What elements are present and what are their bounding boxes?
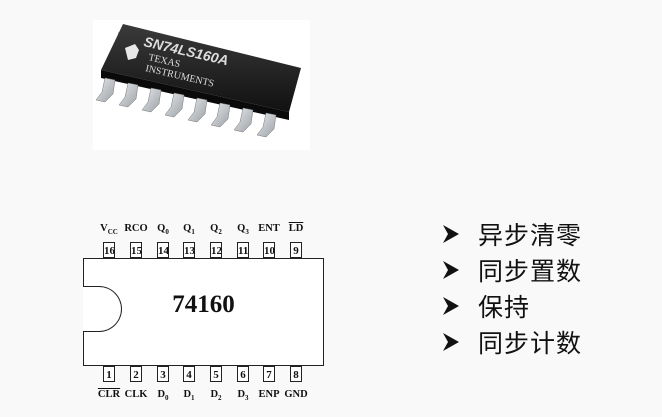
pin-9-label: LD bbox=[289, 223, 304, 234]
pin-5-label: D2 bbox=[210, 389, 221, 402]
pin-2-label: CLK bbox=[125, 389, 148, 400]
pin-8-box: 8 bbox=[290, 366, 302, 382]
pin-15-label: RCO bbox=[124, 223, 147, 234]
arrowhead-bullet-icon bbox=[443, 333, 459, 351]
pin-label-subscript: 2 bbox=[218, 228, 222, 237]
feature-item: 保持 bbox=[442, 288, 582, 324]
pin-13-label: Q1 bbox=[183, 223, 195, 236]
pin-6-label: D3 bbox=[237, 389, 248, 402]
pin-9-box: 9 bbox=[290, 242, 302, 258]
pin-label-subscript: 1 bbox=[191, 394, 195, 403]
pin-16-label: VCC bbox=[100, 223, 118, 236]
pin-label-subscript: CC bbox=[107, 228, 118, 237]
pin-label-subscript: 1 bbox=[191, 228, 195, 237]
pin-1-label: CLR bbox=[98, 389, 120, 400]
chip-label: 74160 bbox=[172, 291, 235, 318]
feature-text: 异步清零 bbox=[478, 221, 583, 250]
pin-label-text: D bbox=[183, 389, 192, 400]
pin-label-text: RCO bbox=[124, 223, 148, 234]
pin-label-text: LD bbox=[288, 223, 304, 234]
pin-label-subscript: 3 bbox=[245, 228, 249, 237]
pin-1-box: 1 bbox=[103, 366, 115, 382]
pin-13-box: 13 bbox=[183, 242, 195, 258]
pin-6-box: 6 bbox=[237, 366, 249, 382]
pin-label-subscript: 0 bbox=[165, 394, 169, 403]
pin-12-box: 12 bbox=[210, 242, 222, 258]
pin-label-subscript: 2 bbox=[218, 394, 222, 403]
orientation-notch bbox=[82, 286, 122, 332]
pin-11-label: Q3 bbox=[237, 223, 249, 236]
pin-7-box: 7 bbox=[263, 366, 275, 382]
pin-16-box: 16 bbox=[103, 242, 115, 258]
pin-10-label: ENT bbox=[258, 223, 280, 234]
pin-label-text: ENP bbox=[258, 389, 280, 400]
chip-body: 74160 bbox=[82, 258, 324, 366]
pin-12-label: Q2 bbox=[210, 223, 222, 236]
feature-text: 同步置数 bbox=[478, 257, 583, 286]
pin-label-text: V bbox=[100, 223, 108, 234]
pin-3-label: D0 bbox=[157, 389, 168, 402]
arrowhead-bullet-icon bbox=[443, 225, 459, 243]
pin-8-label: GND bbox=[284, 389, 307, 400]
ti-logo-icon bbox=[125, 44, 139, 60]
pin-label-text: Q bbox=[237, 223, 246, 234]
pin-14-label: Q0 bbox=[157, 223, 169, 236]
arrowhead-bullet-icon bbox=[443, 261, 459, 279]
pin-11-box: 11 bbox=[237, 242, 249, 258]
pin-label-text: CLR bbox=[97, 389, 121, 400]
pin-label-text: Q bbox=[210, 223, 219, 234]
pin-label-text: D bbox=[157, 389, 166, 400]
pin-label-subscript: 3 bbox=[245, 394, 249, 403]
pin-label-text: Q bbox=[157, 223, 166, 234]
pin-14-box: 14 bbox=[157, 242, 169, 258]
pin-label-text: ENT bbox=[258, 223, 280, 234]
pin-label-text: D bbox=[237, 389, 246, 400]
pin-15-box: 15 bbox=[130, 242, 142, 258]
feature-text: 保持 bbox=[478, 293, 531, 322]
feature-item: 异步清零 bbox=[442, 216, 582, 252]
pin-2-box: 2 bbox=[130, 366, 142, 382]
ic-package-photo: SN74LS160A TEXAS INSTRUMENTS bbox=[93, 20, 310, 150]
pin-label-text: Q bbox=[183, 223, 192, 234]
feature-text: 同步计数 bbox=[478, 329, 583, 358]
arrowhead-bullet-icon bbox=[443, 297, 459, 315]
pin-label-text: D bbox=[210, 389, 219, 400]
pin-label-text: GND bbox=[284, 389, 308, 400]
pin-5-box: 5 bbox=[210, 366, 222, 382]
pin-label-subscript: 0 bbox=[165, 228, 169, 237]
pin-4-label: D1 bbox=[183, 389, 194, 402]
pin-4-box: 4 bbox=[183, 366, 195, 382]
feature-item: 同步置数 bbox=[442, 252, 582, 288]
pin-10-box: 10 bbox=[263, 242, 275, 258]
feature-list: 异步清零 同步置数 保持 同步计数 bbox=[442, 216, 582, 360]
pin-3-box: 3 bbox=[157, 366, 169, 382]
pin-label-text: CLK bbox=[124, 389, 148, 400]
pin-7-label: ENP bbox=[259, 389, 280, 400]
feature-item: 同步计数 bbox=[442, 324, 582, 360]
